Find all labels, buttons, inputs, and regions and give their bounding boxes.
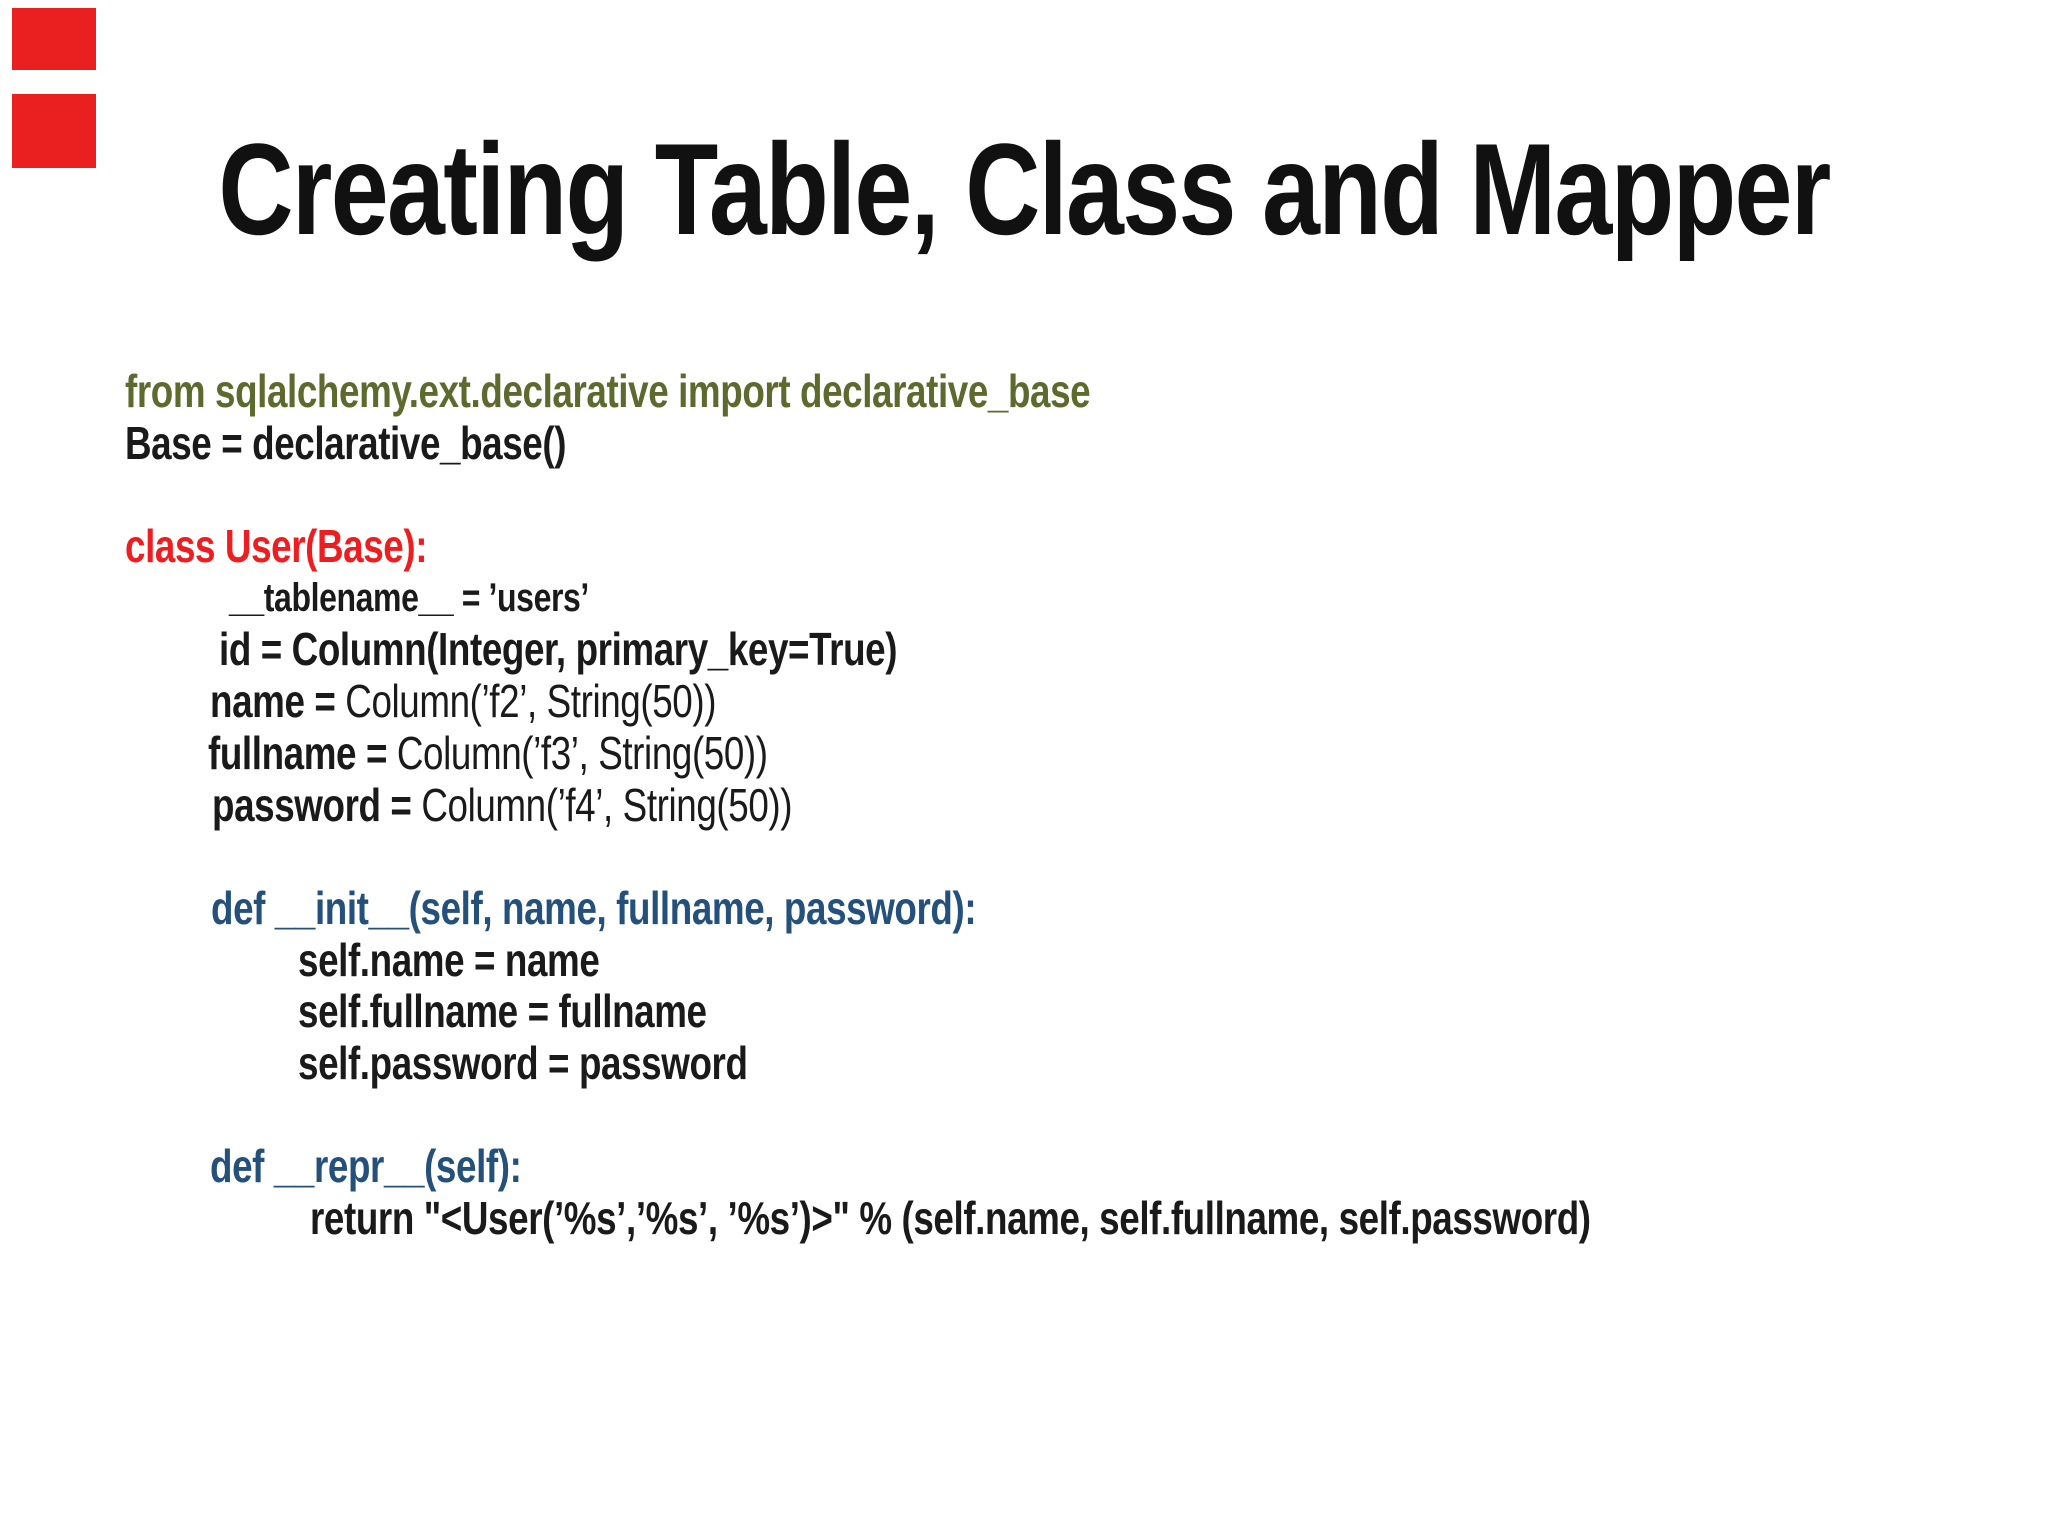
code-line: name = Column(’f2’, String(50)) — [0, 675, 2048, 728]
code-line-text: def __repr__(self): — [210, 1140, 522, 1193]
code-block: from sqlalchemy.ext.declarative import d… — [0, 365, 2048, 1245]
code-segment: Column(’f4’, String(50)) — [421, 778, 793, 831]
code-line-text: class User(Base): — [125, 520, 428, 573]
code-segment: password = — [212, 778, 422, 831]
code-line-text: password = Column(’f4’, String(50)) — [212, 778, 793, 832]
code-segment: id = Column(Integer, primary_key=True) — [219, 623, 898, 676]
code-line-text: __tablename__ = ’users’ — [229, 573, 589, 625]
code-line: fullname = Column(’f3’, String(50)) — [0, 726, 2048, 780]
corner-red-bar-top — [12, 8, 96, 70]
code-line: password = Column(’f4’, String(50)) — [0, 778, 2048, 832]
code-line-text: fullname = Column(’f3’, String(50)) — [208, 726, 768, 780]
code-line: from sqlalchemy.ext.declarative import d… — [0, 365, 2048, 418]
code-line — [0, 469, 2048, 521]
code-line: __tablename__ = ’users’ — [0, 573, 2048, 625]
code-line: id = Column(Integer, primary_key=True) — [0, 624, 2048, 676]
code-segment: def __init__(self, name, fullname, passw… — [211, 881, 977, 934]
code-segment: return "<User(’%s’,’%s’, ’%s’)>" % (self… — [310, 1192, 1591, 1244]
code-segment: class User(Base): — [125, 520, 428, 573]
code-line-text: return "<User(’%s’,’%s’, ’%s’)>" % (self… — [310, 1192, 1591, 1245]
code-line: self.fullname = fullname — [0, 985, 2048, 1038]
code-segment: __tablename__ = ’users’ — [229, 575, 589, 620]
code-segment: Column(’f3’, String(50)) — [396, 726, 768, 779]
code-segment: from sqlalchemy.ext.declarative import d… — [125, 365, 1091, 417]
code-line-text: id = Column(Integer, primary_key=True) — [219, 624, 897, 676]
code-line: self.name = name — [0, 933, 2048, 987]
code-line — [0, 831, 2048, 883]
code-line: class User(Base): — [0, 520, 2048, 573]
code-segment: self.fullname = fullname — [298, 985, 707, 1038]
code-line-text: name = Column(’f2’, String(50)) — [210, 675, 717, 728]
code-line: def __repr__(self): — [0, 1140, 2048, 1193]
slide-title: Creating Table, Class and Mapper — [0, 118, 2048, 261]
code-line-text: self.password = password — [298, 1036, 748, 1090]
code-segment: fullname = — [208, 726, 397, 779]
code-segment: name = — [210, 675, 346, 728]
slide-title-text: Creating Table, Class and Mapper — [218, 116, 1831, 262]
code-line: Base = declarative_base() — [0, 416, 2048, 470]
code-line — [0, 1090, 2048, 1142]
code-segment: Column(’f2’, String(50)) — [345, 675, 717, 728]
corner-red-bar-bottom — [12, 94, 96, 168]
code-segment: def __repr__(self): — [210, 1140, 522, 1193]
code-line: def __init__(self, name, fullname, passw… — [0, 881, 2048, 935]
code-segment: Base = declarative_base() — [125, 416, 567, 469]
code-line: return "<User(’%s’,’%s’, ’%s’)>" % (self… — [0, 1192, 2048, 1245]
code-line-text: Base = declarative_base() — [125, 416, 567, 470]
code-segment: self.name = name — [298, 933, 600, 986]
code-line-text: self.name = name — [298, 933, 600, 987]
code-line-text: def __init__(self, name, fullname, passw… — [211, 881, 977, 935]
code-line-text: from sqlalchemy.ext.declarative import d… — [125, 365, 1091, 418]
code-line: self.password = password — [0, 1036, 2048, 1090]
code-line-text: self.fullname = fullname — [298, 985, 707, 1038]
code-segment: self.password = password — [298, 1036, 748, 1089]
